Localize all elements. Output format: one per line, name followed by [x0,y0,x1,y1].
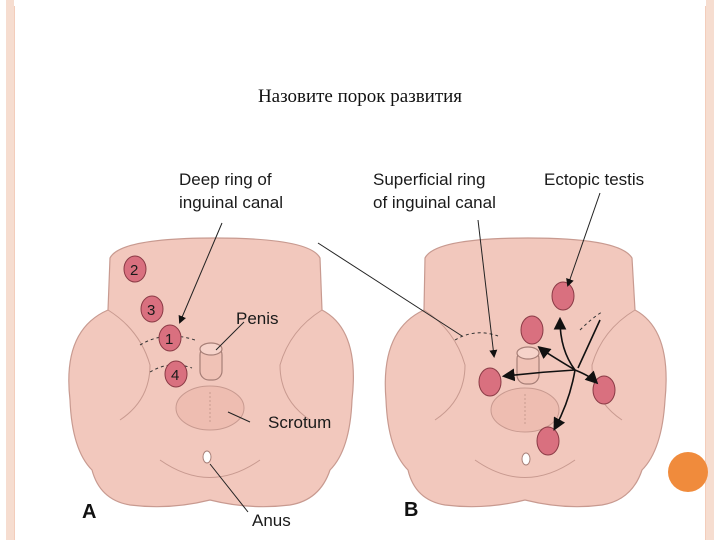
panel-b-letter: B [404,499,418,521]
leader-lines [178,192,601,513]
scrotum-label: Scrotum [268,413,331,432]
superficial-ring-label-line2: of inguinal canal [373,193,496,212]
svg-text:3: 3 [147,302,155,319]
ectopic-testis-label: Ectopic testis [544,170,644,189]
panel-a-body [68,237,354,508]
svg-text:2: 2 [130,262,138,279]
slide-title: Назовите порок развития [257,86,463,107]
slide-frame [14,6,706,540]
panel-b-body [384,237,667,508]
slide-nav-dot[interactable] [668,452,708,492]
penis-label: Penis [236,309,279,328]
svg-text:4: 4 [171,367,179,384]
testis-position-2: 2 [123,255,147,283]
testis-position-4: 4 [164,360,188,388]
panel-a-letter: A [82,501,96,523]
deep-ring-label-line1: Deep ring of [179,170,272,189]
testis-position-3: 3 [140,295,164,323]
slide-frame-right [706,0,714,540]
migration-arrows [501,316,601,431]
svg-text:1: 1 [165,331,173,348]
ectopic-testis-markers [478,281,616,456]
slide-frame-left [6,0,14,540]
testis-position-1: 1 [158,324,182,352]
deep-ring-label-line2: inguinal canal [179,193,283,212]
superficial-ring-label-line1: Superficial ring [373,170,485,189]
anus-label: Anus [252,511,291,530]
